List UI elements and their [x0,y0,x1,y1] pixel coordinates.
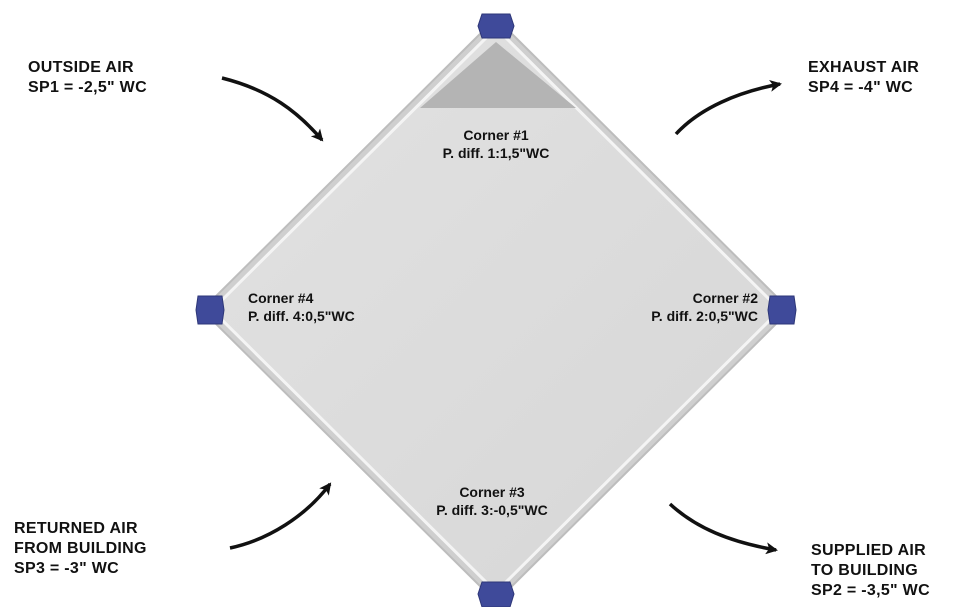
exhaust-air-pressure: SP4 = -4" WC [808,79,913,96]
top-wedge [420,42,576,108]
supplied-air-pressure: SP2 = -3,5" WC [811,582,930,599]
supplied-air-label: SUPPLIED AIR TO BUILDING SP2 = -3,5" WC [811,541,930,601]
supplied-air-title: SUPPLIED AIR [811,542,927,559]
corner-3-pdiff: P. diff. 3:-0,5"WC [436,501,548,518]
supplied-air-destination: TO BUILDING [811,562,919,579]
outside-air-arrow [221,76,324,142]
corner-1-title: Corner #1 [463,127,529,143]
exhaust-air-title: EXHAUST AIR [808,59,920,76]
corner-2-pdiff: P. diff. 2:0,5"WC [651,307,758,324]
returned-air-arrow [229,482,332,550]
exhaust-air-label: EXHAUST AIR SP4 = -4" WC [808,58,919,98]
corner-block-left [195,295,225,325]
corner-3-label: Corner #3 P. diff. 3:-0,5"WC [392,484,592,519]
exhaust-air-arrow [674,79,782,136]
corner-4-title: Corner #4 [248,290,314,306]
corner-1-label: Corner #1 P. diff. 1:1,5"WC [396,127,596,162]
corner-3-title: Corner #3 [459,484,525,500]
corner-4-label: Corner #4 P. diff. 4:0,5"WC [248,290,448,325]
corner-block-top [477,13,515,39]
returned-air-pressure: SP3 = -3" WC [14,560,119,577]
returned-air-source: FROM BUILDING [14,540,147,557]
corner-2-label: Corner #2 P. diff. 2:0,5"WC [558,290,758,325]
corner-2-title: Corner #2 [692,290,758,306]
returned-air-label: RETURNED AIR FROM BUILDING SP3 = -3" WC [14,519,147,579]
corner-block-right [767,295,797,325]
outside-air-pressure: SP1 = -2,5" WC [28,79,147,96]
corner-4-pdiff: P. diff. 4:0,5"WC [248,307,355,324]
corner-1-pdiff: P. diff. 1:1,5"WC [442,144,550,161]
supplied-air-arrow [668,502,778,555]
corner-block-bottom [477,581,515,607]
outside-air-label: OUTSIDE AIR SP1 = -2,5" WC [28,58,147,98]
outside-air-title: OUTSIDE AIR [28,59,134,76]
returned-air-title: RETURNED AIR [14,520,138,537]
